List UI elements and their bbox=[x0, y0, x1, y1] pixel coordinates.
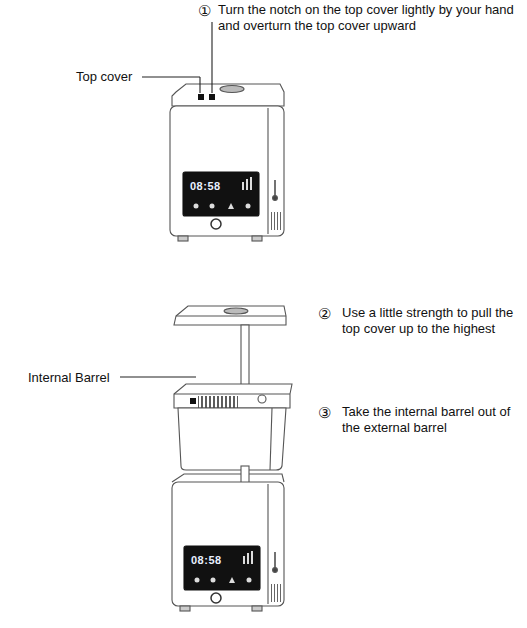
illustration-part bbox=[243, 556, 245, 564]
instruction-text: Use a little strength to pull the top co… bbox=[342, 305, 520, 337]
illustration-part bbox=[210, 204, 215, 209]
vent-grille bbox=[271, 212, 283, 230]
power-button bbox=[211, 219, 221, 229]
thermometer-icon bbox=[274, 180, 276, 196]
illustration-part bbox=[195, 578, 200, 583]
external-barrel-top bbox=[172, 474, 284, 482]
mist-outlet bbox=[224, 308, 248, 314]
housing bbox=[170, 106, 284, 236]
internal-barrel bbox=[178, 408, 286, 470]
part-label: Top cover bbox=[76, 69, 132, 85]
top-cover bbox=[174, 306, 286, 325]
illustration-part bbox=[246, 204, 251, 209]
illustration-part bbox=[246, 179, 248, 190]
illustration-part bbox=[120, 22, 292, 611]
marker bbox=[190, 398, 196, 404]
vent-grille bbox=[271, 584, 283, 602]
marker bbox=[209, 94, 215, 100]
foot bbox=[252, 606, 262, 611]
top-cover bbox=[172, 84, 284, 106]
illustration-part bbox=[242, 182, 244, 190]
thermometer-icon bbox=[273, 196, 278, 201]
thermometer-icon bbox=[273, 568, 278, 573]
leader-line bbox=[211, 22, 212, 93]
illustration-part bbox=[251, 551, 253, 564]
foot bbox=[178, 236, 188, 241]
marker bbox=[198, 94, 204, 100]
power-button bbox=[211, 593, 221, 603]
illustration-part bbox=[247, 553, 249, 564]
leader-line bbox=[120, 376, 196, 377]
callout-number: ③ bbox=[318, 405, 331, 420]
foot bbox=[180, 606, 190, 611]
side-edge bbox=[267, 108, 268, 234]
callout-number: ① bbox=[198, 3, 211, 18]
part-label: Internal Barrel bbox=[28, 370, 110, 386]
foot bbox=[252, 236, 262, 241]
illustration-part bbox=[194, 204, 199, 209]
callout-number: ② bbox=[318, 306, 331, 321]
illustration-part bbox=[250, 177, 252, 190]
instruction-text: Turn the notch on the top cover lightly … bbox=[218, 2, 518, 34]
display-time: 08:58 bbox=[190, 181, 221, 192]
external-barrel bbox=[172, 482, 284, 606]
illustration-part bbox=[211, 578, 216, 583]
barrel-edge bbox=[270, 408, 272, 470]
barrel-hole bbox=[258, 395, 266, 403]
rim-edge bbox=[174, 393, 290, 394]
display-icons bbox=[194, 177, 254, 583]
display-panel bbox=[183, 172, 259, 216]
mist-outlet bbox=[220, 86, 244, 93]
cover-edge bbox=[176, 315, 286, 316]
display-panel bbox=[184, 546, 260, 590]
thermometer-icon bbox=[274, 552, 276, 568]
illustration-part bbox=[247, 578, 252, 583]
leader-line bbox=[142, 76, 200, 77]
illustration-part bbox=[229, 577, 235, 583]
leader-line bbox=[199, 77, 200, 93]
display-time: 08:58 bbox=[191, 555, 222, 566]
instruction-text: Take the internal barrel out of the exte… bbox=[342, 404, 520, 436]
side-edge bbox=[267, 484, 268, 604]
illustration-part bbox=[228, 203, 234, 209]
